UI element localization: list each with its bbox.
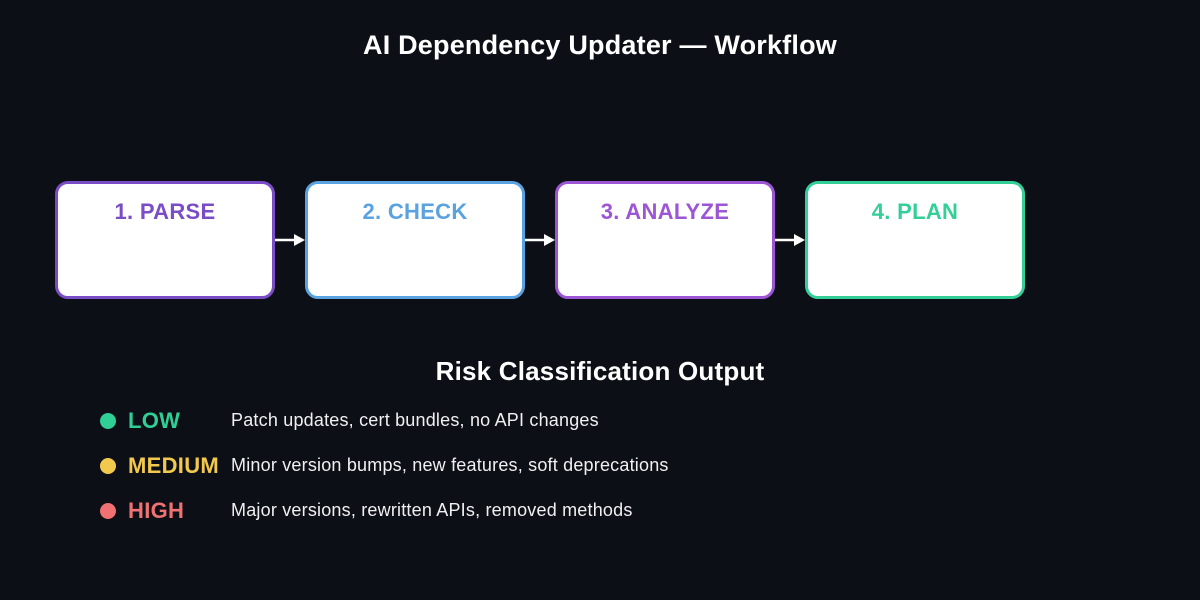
risk-description-high: Major versions, rewritten APIs, removed … [231,500,633,520]
step-label-parse: 1. PARSE [114,199,216,224]
workflow-diagram: 1. PARSE 2. CHECK 3. ANALYZE 4. PLAN [55,181,1025,299]
page-title: AI Dependency Updater — Workflow [363,30,837,60]
risk-legend: LOW Patch updates, cert bundles, no API … [100,398,669,533]
risk-dot-low-icon [100,412,116,429]
step-label-plan: 4. PLAN [871,199,959,224]
risk-level-label-high: HIGH [128,497,185,523]
risk-row-high: HIGH Major versions, rewritten APIs, rem… [100,488,669,533]
flow-arrow-icon [275,234,305,246]
step-box-analyze: 3. ANALYZE [555,181,775,299]
risk-level-label-low: LOW [128,407,181,433]
risk-dot-high-icon [100,502,116,519]
flow-arrow-icon [525,234,555,246]
flow-arrow-icon [775,234,805,246]
risk-row-low: LOW Patch updates, cert bundles, no API … [100,398,669,443]
risk-level-label-medium: MEDIUM [128,452,220,478]
risk-row-medium: MEDIUM Minor version bumps, new features… [100,443,669,488]
step-box-plan: 4. PLAN [805,181,1025,299]
step-label-analyze: 3. ANALYZE [600,199,730,224]
step-label-check: 2. CHECK [362,199,468,224]
risk-section-title: Risk Classification Output [435,356,765,386]
risk-dot-medium-icon [100,457,116,474]
step-box-check: 2. CHECK [305,181,525,299]
risk-description-medium: Minor version bumps, new features, soft … [231,455,669,475]
risk-description-low: Patch updates, cert bundles, no API chan… [231,410,599,430]
step-box-parse: 1. PARSE [55,181,275,299]
